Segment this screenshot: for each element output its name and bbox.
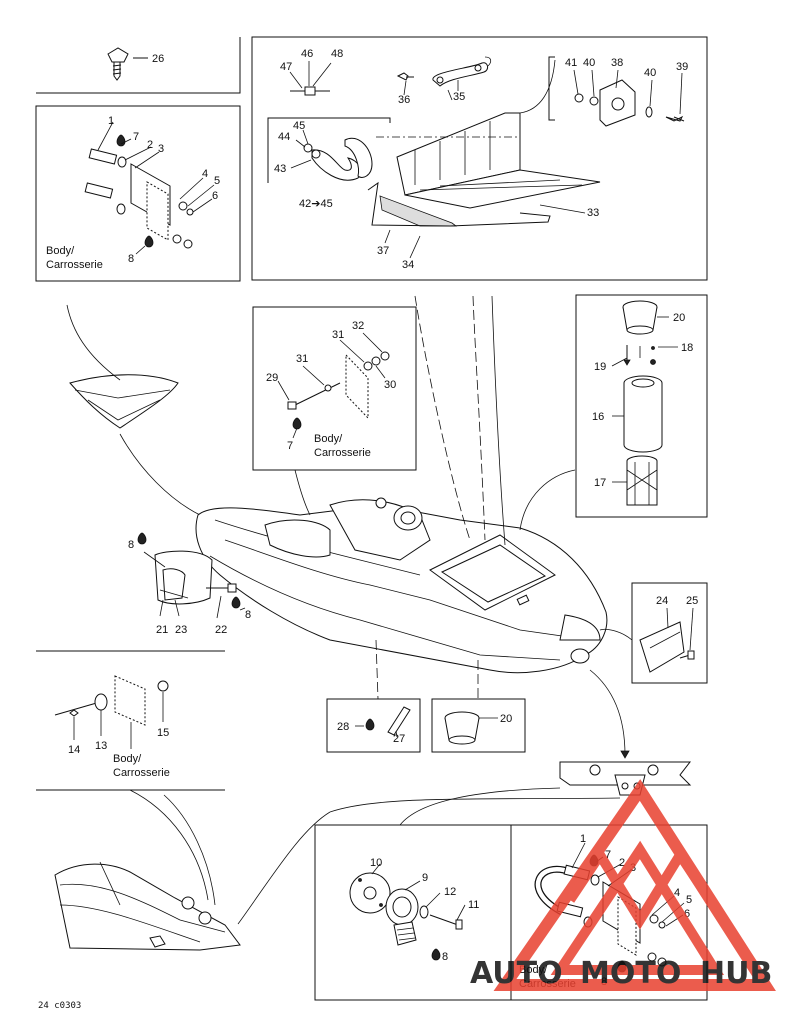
callout-36: 36 xyxy=(398,94,410,106)
snap-fastener-drawing xyxy=(54,675,169,749)
watermark-text-auto: AUTO xyxy=(470,956,563,991)
callout-15: 15 xyxy=(157,727,169,739)
storage-tray-drawing xyxy=(289,56,685,259)
callout-30: 30 xyxy=(384,379,396,391)
callout-23: 23 xyxy=(175,624,187,636)
body-label-mid-line2: Carrosserie xyxy=(314,447,371,459)
callout-39: 39 xyxy=(676,61,688,73)
watermark-logo: AUTO MOTO HUB xyxy=(470,779,776,991)
callout-14: 14 xyxy=(68,744,80,756)
body-label-line1: Body/ xyxy=(46,245,75,257)
callout-11: 11 xyxy=(468,899,479,911)
body-label-left-line2: Carrosserie xyxy=(113,767,170,779)
callout-21: 21 xyxy=(156,624,168,636)
callout-29: 29 xyxy=(266,372,278,384)
callout-47: 47 xyxy=(280,61,292,73)
callout-6b: 6 xyxy=(684,908,690,920)
callout-34: 34 xyxy=(402,259,414,271)
bumper-left-drawing xyxy=(59,121,215,255)
hose-cap-drawing xyxy=(355,706,498,745)
watermark-text-moto: MOTO xyxy=(580,956,681,991)
callout-40b: 40 xyxy=(644,67,656,79)
body-label-left-line1: Body/ xyxy=(113,753,142,765)
callout-2b: 2 xyxy=(619,857,625,869)
callout-4: 4 xyxy=(202,168,208,180)
callout-18: 18 xyxy=(681,342,693,354)
callout-33: 33 xyxy=(587,207,599,219)
callout-22: 22 xyxy=(215,624,227,636)
body-fastener-drawing xyxy=(277,332,390,439)
callout-8d: 8 xyxy=(245,609,251,621)
callout-7b: 7 xyxy=(287,440,293,452)
callout-9: 9 xyxy=(422,872,428,884)
step-drawing xyxy=(639,607,695,673)
callout-2: 2 xyxy=(147,139,153,151)
callout-kit-42-45: 42➔45 xyxy=(299,198,333,210)
callout-17: 17 xyxy=(594,477,606,489)
callout-10: 10 xyxy=(370,857,382,869)
callout-32: 32 xyxy=(352,320,364,332)
callout-19: 19 xyxy=(594,361,606,373)
callout-31a: 31 xyxy=(332,329,344,341)
screw-26-drawing xyxy=(107,47,148,81)
callout-44: 44 xyxy=(278,131,290,143)
drain-parts-drawing xyxy=(611,300,678,506)
figure-code: 24 c0303 xyxy=(38,1001,81,1011)
callout-41: 41 xyxy=(565,57,577,69)
callout-3: 3 xyxy=(158,143,164,155)
callout-5: 5 xyxy=(214,175,220,187)
callout-43: 43 xyxy=(274,163,286,175)
callout-20a: 20 xyxy=(673,312,685,324)
callout-45: 45 xyxy=(293,120,305,132)
callout-8: 8 xyxy=(128,253,134,265)
callout-16: 16 xyxy=(592,411,604,423)
drain-plug-drawing xyxy=(349,863,466,961)
panel-frames xyxy=(35,36,708,1001)
callout-6: 6 xyxy=(212,190,218,202)
callout-7c: 7 xyxy=(605,849,611,861)
callout-5b: 5 xyxy=(686,894,692,906)
hull-drawing xyxy=(66,295,633,759)
callout-35: 35 xyxy=(453,91,465,103)
callout-13: 13 xyxy=(95,740,107,752)
callout-26: 26 xyxy=(152,53,164,65)
callout-37: 37 xyxy=(377,245,389,257)
callout-4b: 4 xyxy=(674,887,680,899)
callout-46: 46 xyxy=(301,48,313,60)
callout-1b: 1 xyxy=(580,833,586,845)
callout-28: 28 xyxy=(337,721,349,733)
callout-40a: 40 xyxy=(583,57,595,69)
callout-7: 7 xyxy=(133,131,139,143)
callout-24: 24 xyxy=(656,595,668,607)
body-label-line2: Carrosserie xyxy=(46,259,103,271)
body-label-br-line1: Body/ xyxy=(519,964,548,976)
callout-38: 38 xyxy=(611,57,623,69)
body-label-mid-line1: Body/ xyxy=(314,433,343,445)
watermark-text-hub: HUB xyxy=(700,956,772,991)
callout-20b: 20 xyxy=(500,713,512,725)
callout-48: 48 xyxy=(331,48,343,60)
callout-1: 1 xyxy=(108,115,114,127)
hull-closeup-drawing xyxy=(54,789,331,951)
watermark-m-stroke xyxy=(565,845,715,930)
callout-31b: 31 xyxy=(296,353,308,365)
watermark-triangle-inner xyxy=(550,840,725,975)
callout-27: 27 xyxy=(393,733,405,745)
callout-25: 25 xyxy=(686,595,698,607)
callout-12: 12 xyxy=(444,886,456,898)
callout-8e: 8 xyxy=(442,951,448,963)
callout-8c: 8 xyxy=(128,539,134,551)
